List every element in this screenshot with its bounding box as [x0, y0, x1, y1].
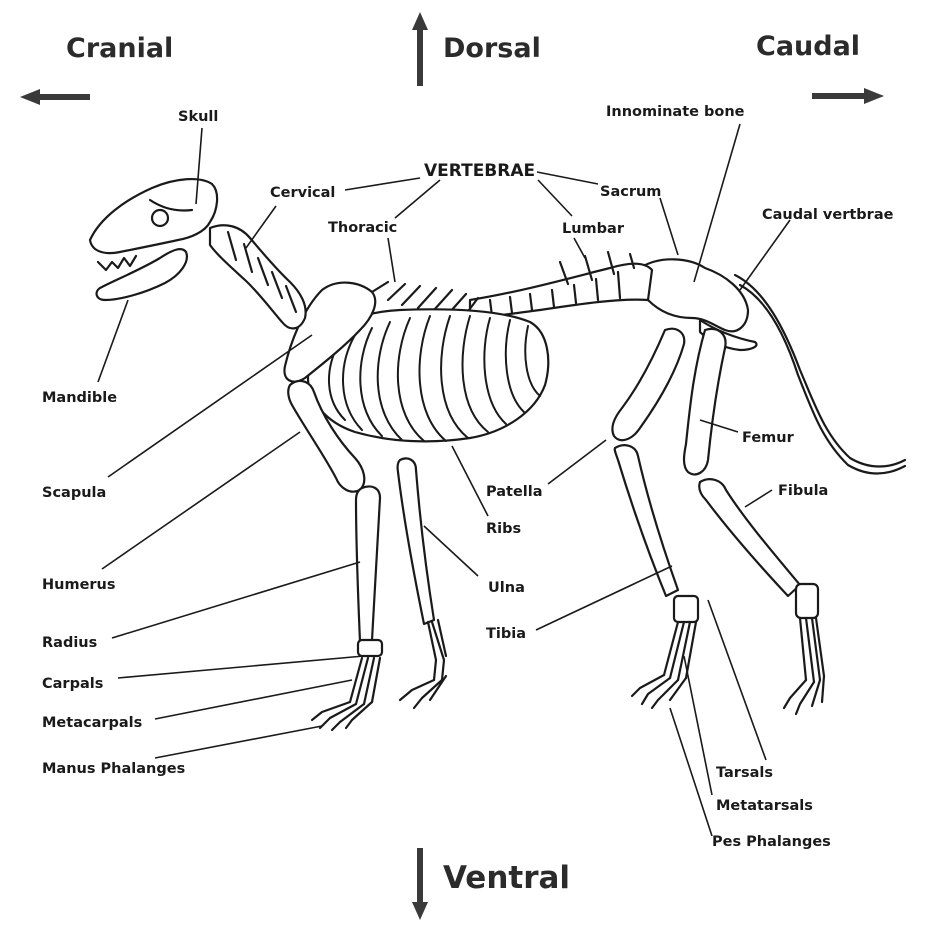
radius-bone [354, 485, 382, 644]
carpal-bones [356, 638, 384, 658]
label-cervical: Cervical [270, 185, 335, 201]
spine-dorsal-column [468, 262, 654, 318]
tail-bone [733, 273, 907, 468]
dorsal-label: Dorsal [443, 33, 541, 64]
label-radius: Radius [42, 635, 97, 651]
skull-eye-socket [150, 208, 170, 228]
lumbar-spinous-processes [558, 250, 636, 286]
label-lumbar: Lumbar [562, 221, 625, 237]
near-metatarsal-bones [798, 616, 826, 684]
label-manus-phalanges: Manus Phalanges [42, 761, 185, 777]
ventral-arrow-icon [412, 848, 428, 920]
label-thoracic: Thoracic [328, 220, 397, 236]
label-sacrum: Sacrum [600, 184, 661, 200]
near-pes-phalanges [782, 674, 826, 716]
label-pes-phalanges: Pes Phalanges [712, 834, 831, 850]
far-femur-bone [611, 327, 686, 442]
label-patella: Patella [486, 484, 543, 500]
tail-bone-outline [738, 283, 907, 475]
label-ulna: Ulna [488, 580, 525, 596]
caudal-label: Caudal [756, 31, 860, 62]
label-scapula: Scapula [42, 485, 106, 501]
direction-indicators: Cranial Dorsal Caudal Ventral [20, 12, 884, 920]
label-humerus: Humerus [42, 577, 116, 593]
label-femur: Femur [742, 430, 795, 446]
label-mandible: Mandible [42, 390, 117, 406]
cervical-segments [226, 230, 298, 314]
skeleton-drawing [88, 177, 907, 732]
label-caudal-vertebrae: Caudal vertbrae [762, 207, 894, 223]
leader-lines [97, 123, 791, 837]
far-fore-metacarpals [426, 618, 448, 682]
label-carpals: Carpals [42, 676, 103, 692]
label-fibula: Fibula [778, 483, 828, 499]
femur-bone [682, 327, 727, 476]
far-tarsal-bones [672, 594, 700, 624]
label-metatarsals: Metatarsals [716, 798, 813, 814]
far-fore-phalanges [398, 674, 448, 710]
label-skull: Skull [178, 109, 218, 125]
ventral-label: Ventral [443, 860, 570, 896]
pelvis-bone [637, 258, 750, 333]
bone-labels: Skull VERTEBRAE Cervical Thoracic Lumbar… [42, 104, 894, 850]
manus-phalanges-bones [310, 700, 374, 732]
mandible-bone [95, 248, 188, 302]
label-metacarpals: Metacarpals [42, 715, 142, 731]
cranial-label: Cranial [66, 33, 173, 64]
label-ribs: Ribs [486, 521, 521, 537]
teeth [96, 254, 138, 272]
cranial-arrow-icon [20, 89, 90, 105]
ulna-bone [396, 457, 436, 626]
label-tarsals: Tarsals [716, 765, 773, 781]
metacarpal-bones [348, 656, 382, 706]
far-pes-phalanges [630, 673, 688, 710]
near-tarsal-bones [794, 582, 820, 620]
lumbar-vertebrae-segments [488, 270, 622, 318]
label-innominate-bone: Innominate bone [606, 104, 745, 120]
tibia-fibula-bone [698, 478, 802, 598]
skull-orbit [148, 198, 194, 212]
far-tibia-bone [613, 444, 680, 598]
label-vertebrae: VERTEBRAE [424, 161, 535, 181]
far-metatarsal-bones [662, 620, 698, 682]
dorsal-arrow-icon [412, 12, 428, 86]
thoracic-spinous-processes [370, 280, 480, 316]
caudal-arrow-icon [812, 88, 884, 104]
label-tibia: Tibia [486, 626, 526, 642]
cervical-vertebrae [208, 224, 307, 330]
